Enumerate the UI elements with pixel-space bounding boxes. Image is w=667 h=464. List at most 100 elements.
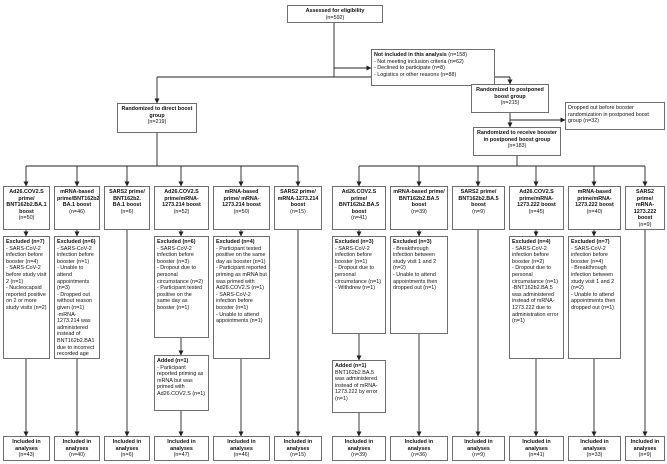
- group-header: mRNA-based prime/mRNA-1273.222 boost (n=…: [568, 186, 621, 230]
- added-box: Added (n=1) BNT162b2.BA.5 was administer…: [332, 360, 386, 413]
- group-header-count: (n=9): [472, 208, 485, 215]
- included-title: Included in analyses: [167, 439, 196, 452]
- excluded-reason: - SARS-CoV-2 infection before booster (n…: [157, 245, 194, 265]
- included-title: Included in analyses: [227, 439, 256, 452]
- included-title: Included in analyses: [522, 439, 551, 452]
- excluded-reason: - SARS-CoV-2 infection before booster (n…: [335, 245, 372, 265]
- included-title: Included in analyses: [283, 439, 313, 452]
- excluded-box: Excluded (n=3) - Breakthrough infection …: [390, 236, 448, 334]
- included-box: Included in analyses (n=46): [213, 436, 270, 461]
- group-header-title: Ad26.COV2.S prime/ BNT162b2.BA.5 boost: [338, 189, 380, 215]
- group-header: mRNA-based prime/ BNT162b2.BA.5 boost (n…: [390, 186, 448, 230]
- group-header-title: SARS2 prime/ BNT162b2. BA.1 boost: [109, 189, 145, 209]
- included-box: Included in analyses (n=6): [104, 436, 150, 461]
- direct-box: Randomized to direct boost group (n=219): [117, 103, 197, 133]
- group-header: Ad26.COV2.S prime/mRNA-1273.214 boost (n…: [154, 186, 209, 230]
- group-header-title: mRNA-based prime/BNT162b2. BA.1 boost: [57, 189, 100, 209]
- excluded-reason: - Dropped out without reason given (n=1): [57, 291, 93, 311]
- excluded-reason: - Unable to attend appointments (n=3): [57, 265, 90, 292]
- postponed-title: Randomized to postponed boost group: [476, 87, 544, 100]
- group-header-count: (n=9): [638, 221, 652, 228]
- not-included-reason: - Declined to participate (n=8): [374, 65, 445, 72]
- included-title: Included in analyses: [62, 439, 92, 452]
- dropped-before-text: Dropped out before booster randomization…: [568, 105, 649, 125]
- group-header-count: (n=50): [233, 208, 250, 215]
- group-header-title: mRNA-based prime/ BNT162b2.BA.5 boost: [393, 189, 445, 209]
- included-count: (n=43): [18, 452, 35, 459]
- included-count: (n=36): [411, 452, 427, 459]
- receive-count: (n=183): [507, 143, 527, 150]
- included-count: (n=40): [69, 452, 85, 459]
- excluded-reason: - SARS-CoV-2 infection before booster (n…: [216, 291, 253, 311]
- excluded-reason: - SARS-CoV-2 infection before booster (n…: [512, 245, 549, 265]
- group-header: SARS2 prime/ BNT162b2. BA.1 boost (n=6): [104, 186, 150, 230]
- group-header-count: (n=45): [528, 208, 545, 215]
- included-count: (n=41): [528, 452, 545, 459]
- included-box: Included in analyses (n=39): [332, 436, 386, 461]
- included-count: (n=15): [290, 452, 306, 459]
- excluded-reason: - Withdrew (n=1): [335, 285, 375, 292]
- excluded-box: Excluded (n=6) - SARS-CoV-2 infection be…: [54, 236, 100, 359]
- excluded-reason: - Participant tested positive on the sam…: [157, 285, 202, 311]
- excluded-reason: - Unable to attend appointments (n=1): [216, 311, 263, 325]
- group-header-title: SARS2 prime/ BNT162b2.BA.5 boost: [458, 189, 499, 209]
- excluded-title: Excluded (n=6): [157, 239, 196, 245]
- group-header-count: (n=40): [586, 208, 603, 215]
- included-box: Included in analyses (n=36): [390, 436, 448, 461]
- excluded-box: Excluded (n=6) - SARS-CoV-2 infection be…: [154, 236, 209, 338]
- excluded-reason: -BNT162b2.BA.5 was administered instead …: [512, 285, 559, 325]
- excluded-box: Excluded (n=7) - SARS-CoV-2 infection be…: [568, 236, 621, 359]
- group-header-title: SARS2 prime/ mRNA-1273.214 boost: [277, 189, 319, 209]
- included-box: Included in analyses (n=15): [274, 436, 322, 461]
- group-header-count: (n=39): [411, 208, 427, 215]
- excluded-reason: - Participant reported priming as mRNA b…: [216, 265, 267, 292]
- dropped-before-box: Dropped out before booster randomization…: [565, 102, 665, 130]
- assessed-count: (n=592): [325, 14, 345, 21]
- included-count: (n=9): [638, 452, 652, 459]
- excluded-reason: - Dropout due to personal circumstance (…: [157, 265, 203, 285]
- group-header-title: SARS2 prime/ mRNA-1273.222 boost: [633, 189, 657, 222]
- excluded-box: Excluded (n=4) - SARS-CoV-2 infection be…: [509, 236, 564, 359]
- included-title: Included in analyses: [630, 439, 660, 452]
- included-box: Included in analyses (n=47): [154, 436, 209, 461]
- group-header-title: Ad26.COV2.S prime/mRNA-1273.222 boost: [517, 189, 556, 209]
- included-count: (n=47): [173, 452, 190, 459]
- included-box: Included in analyses (n=40): [54, 436, 100, 461]
- group-header-title: mRNA-based prime/ mRNA-1273.214 boost: [222, 189, 261, 209]
- excluded-title: Excluded (n=3): [393, 239, 432, 245]
- included-box: Included in analyses (n=41): [509, 436, 564, 461]
- excluded-title: Excluded (n=6): [57, 239, 96, 245]
- group-header-count: (n=46): [69, 208, 85, 215]
- included-count: (n=46): [233, 452, 250, 459]
- not-included-box: Not included in this analysis (n=158) - …: [371, 49, 495, 86]
- group-header: mRNA-based prime/ mRNA-1273.214 boost (n…: [213, 186, 270, 230]
- receive-box: Randomized to receive booster in postpon…: [473, 127, 561, 156]
- group-header: Ad26.COV2.S prime/mRNA-1273.222 boost (n…: [509, 186, 564, 230]
- excluded-reason: - SARS-CoV-2 infection before booster (n…: [571, 245, 608, 265]
- excluded-title: Excluded (n=7): [6, 239, 45, 245]
- excluded-title: Excluded (n=7): [571, 239, 610, 245]
- excluded-reason: - Nucleocapsid reported positive on 2 or…: [6, 285, 47, 311]
- group-header: SARS2 prime/ mRNA-1273.222 boost (n=9): [625, 186, 665, 230]
- included-title: Included in analyses: [12, 439, 41, 452]
- group-header-count: (n=15): [290, 208, 306, 215]
- direct-count: (n=219): [147, 119, 167, 126]
- included-count: (n=6): [120, 452, 134, 459]
- receive-title: Randomized to receive booster in postpon…: [477, 130, 557, 143]
- included-title: Included in analyses: [580, 439, 609, 452]
- excluded-box: Excluded (n=4) - Participant tested posi…: [213, 236, 270, 359]
- group-header-count: (n=52): [173, 208, 190, 215]
- included-count: (n=33): [586, 452, 603, 459]
- not-included-reason: - Not meeting inclusion criteria (n=62): [374, 58, 464, 65]
- excluded-reason: - Dropout due to personal circumstance (…: [335, 265, 381, 285]
- included-count: (n=9): [472, 452, 485, 459]
- added-reason: - Participant reported priming as mRNA b…: [157, 364, 206, 397]
- group-header-title: mRNA-based prime/mRNA-1273.222 boost: [575, 189, 614, 209]
- postponed-box: Randomized to postponed boost group (n=2…: [471, 84, 549, 113]
- assessed-box: Assessed for eligibility (n=592): [287, 5, 383, 23]
- group-header: SARS2 prime/ BNT162b2.BA.5 boost (n=9): [452, 186, 505, 230]
- group-header-title: Ad26.COV2.S prime/ BNT162b2.BA.1 boost: [6, 189, 47, 215]
- included-title: Included in analyses: [112, 439, 142, 452]
- not-included-count: (n=158): [448, 52, 468, 58]
